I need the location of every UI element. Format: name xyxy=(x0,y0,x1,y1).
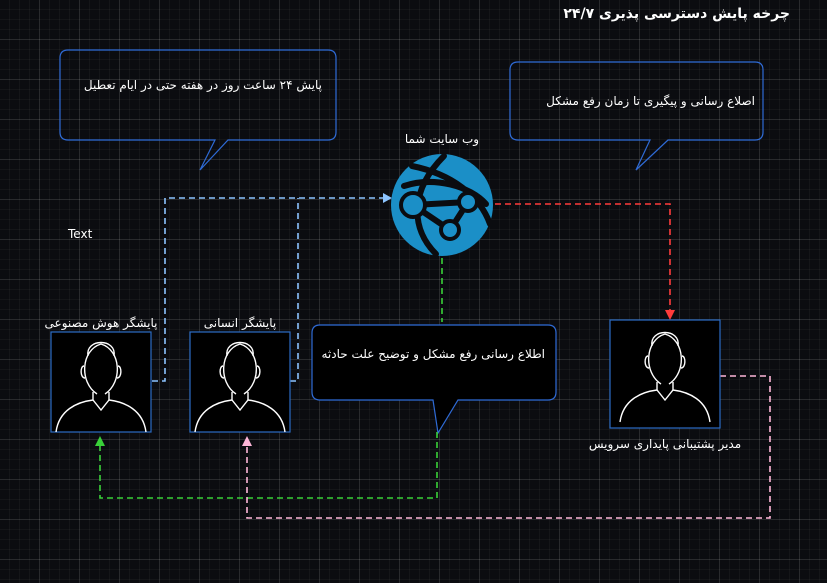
arrowhead-blue xyxy=(383,193,392,203)
bubble-notification xyxy=(509,61,764,171)
stray-text-label: Text xyxy=(68,227,93,241)
link-website-to-ai xyxy=(99,258,443,499)
bubble-resolution-text: اطلاع رسانی رفع مشکل و توضیح علت حادثه xyxy=(321,347,545,361)
diagram-title: چرخه پایش دسترسی پذیری ۲۴/۷ xyxy=(563,6,790,22)
actor-ai-monitor xyxy=(50,331,152,433)
bubble-monitoring-text: پایش ۲۴ ساعت روز در هفته حتی در ایام تعط… xyxy=(83,78,322,92)
bubble-notification-text: اصلاع رسانی و پیگیری تا زمان رفع مشکل xyxy=(546,94,755,108)
arrowhead-pink xyxy=(242,436,252,446)
link-website-to-manager xyxy=(495,203,671,312)
link-manager-to-human xyxy=(246,375,771,519)
actor-service-manager xyxy=(609,319,721,429)
bubble-monitoring xyxy=(59,49,337,171)
link-ai-to-website xyxy=(152,197,385,382)
actor-service-manager-label: مدیر پشتیبانی پایداری سرویس xyxy=(588,437,742,451)
arrowhead-green xyxy=(95,436,105,446)
actor-human-monitor-label: پایشگر انسانی xyxy=(203,316,277,330)
actor-ai-monitor-label: پایشگر هوش مصنوعی xyxy=(44,316,158,330)
link-human-to-website xyxy=(290,198,299,382)
bubble-resolution xyxy=(311,324,557,435)
actor-human-monitor xyxy=(189,331,291,433)
globe-network-icon xyxy=(391,153,493,257)
website-label: وب سایت شما xyxy=(404,132,480,146)
arrowhead-red xyxy=(665,310,675,320)
